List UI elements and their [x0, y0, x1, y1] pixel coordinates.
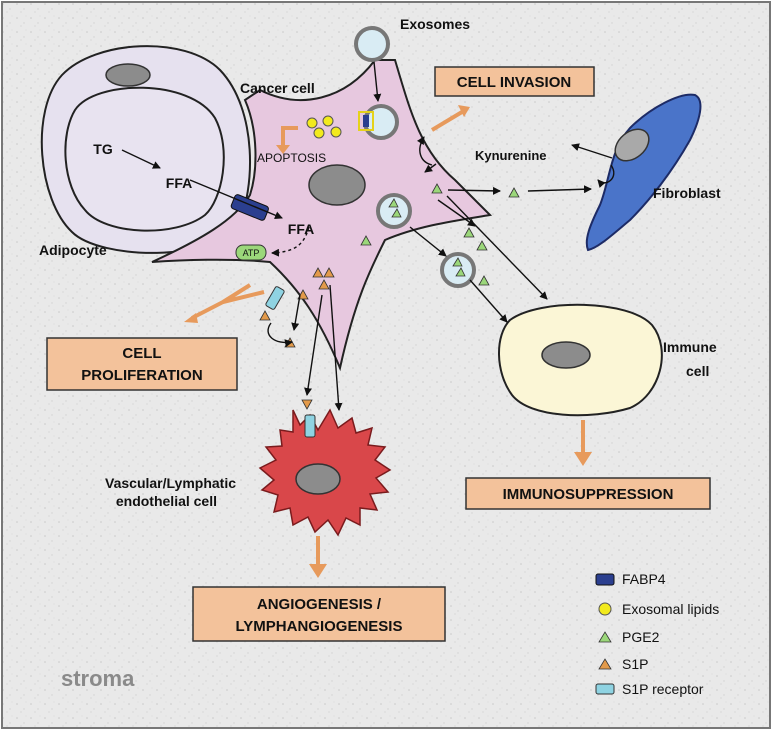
ffa-cancer-label: FFA — [288, 221, 314, 237]
cancer-cell-nucleus — [308, 164, 366, 206]
adipocyte-label: Adipocyte — [39, 242, 107, 258]
effect-arrows — [184, 105, 592, 578]
fibroblast-nucleus — [614, 128, 650, 162]
exosomal-lipid-icon — [598, 602, 612, 616]
adipocyte-cell — [40, 45, 252, 254]
s1p-receptor-endothelial — [304, 414, 316, 438]
angiogenesis-label-1: ANGIOGENESIS / — [257, 596, 382, 613]
cell-proliferation-label-2: PROLIFERATION — [81, 367, 202, 384]
ffa-adipocyte-label: FFA — [166, 175, 192, 191]
angiogenesis-box: ANGIOGENESIS / LYMPHANGIOGENESIS — [192, 586, 446, 642]
legend-item-s1p-receptor: S1P receptor — [595, 681, 704, 697]
fibroblast-label: Fibroblast — [653, 185, 721, 201]
cancer-cell-label: Cancer cell — [240, 80, 315, 96]
s1p-icon — [598, 658, 612, 670]
immune-cell-label-2: cell — [686, 363, 709, 379]
exosome-pge2-inner — [376, 193, 412, 229]
cell-invasion-label: CELL INVASION — [457, 74, 571, 91]
legend-label-exosomal-lipids: Exosomal lipids — [622, 601, 719, 617]
fibroblast-cell — [585, 93, 702, 252]
s1p-receptor-cancer — [265, 286, 285, 310]
cell-proliferation-label-1: CELL — [122, 345, 161, 362]
legend: FABP4 Exosomal lipids PGE2 S1P S1P recep… — [595, 571, 719, 697]
kynurenine-label: Kynurenine — [475, 148, 547, 163]
adipocyte-nucleus — [105, 63, 151, 87]
legend-item-s1p: S1P — [598, 656, 648, 672]
immunosuppression-box: IMMUNOSUPPRESSION — [465, 477, 711, 510]
cancer-cell — [151, 59, 493, 372]
endothelial-nucleus — [295, 463, 341, 495]
atp-label: ATP — [243, 248, 260, 258]
legend-label-fabp4: FABP4 — [622, 571, 666, 587]
pge2-molecules — [360, 183, 520, 286]
exosomes-label: Exosomes — [400, 16, 470, 32]
endothelial-label-1: Vascular/Lymphatic — [105, 475, 236, 491]
exosome-pge2-outer — [440, 252, 476, 288]
legend-item-pge2: PGE2 — [598, 629, 660, 645]
exosome-entering — [358, 104, 399, 140]
immune-cell-nucleus — [541, 341, 591, 369]
legend-item-fabp4: FABP4 — [595, 571, 666, 587]
legend-label-s1p: S1P — [622, 656, 648, 672]
angiogenesis-label-2: LYMPHANGIOGENESIS — [236, 618, 403, 635]
legend-item-exosomal-lipids: Exosomal lipids — [598, 601, 719, 617]
signaling-arrows — [121, 61, 615, 411]
legend-label-pge2: PGE2 — [622, 629, 660, 645]
endothelial-label-2: endothelial cell — [116, 493, 217, 509]
cell-proliferation-box: CELL PROLIFERATION — [46, 337, 238, 391]
immunosuppression-label: IMMUNOSUPPRESSION — [503, 486, 674, 503]
stroma-label: stroma — [61, 666, 135, 691]
apoptosis-label: APOPTOSIS — [257, 151, 326, 165]
immune-cell-label-1: Immune — [663, 339, 717, 355]
s1p-receptor-icon — [595, 683, 615, 695]
exosome-top — [354, 26, 390, 62]
atp-badge: ATP — [235, 244, 267, 261]
cell-invasion-box: CELL INVASION — [434, 66, 595, 97]
immune-cell — [498, 303, 663, 417]
pge2-icon — [598, 631, 612, 643]
legend-label-s1p-receptor: S1P receptor — [622, 681, 704, 697]
tg-label: TG — [93, 141, 113, 157]
fabp4-icon — [595, 573, 615, 586]
exosomal-lipids — [306, 115, 342, 139]
